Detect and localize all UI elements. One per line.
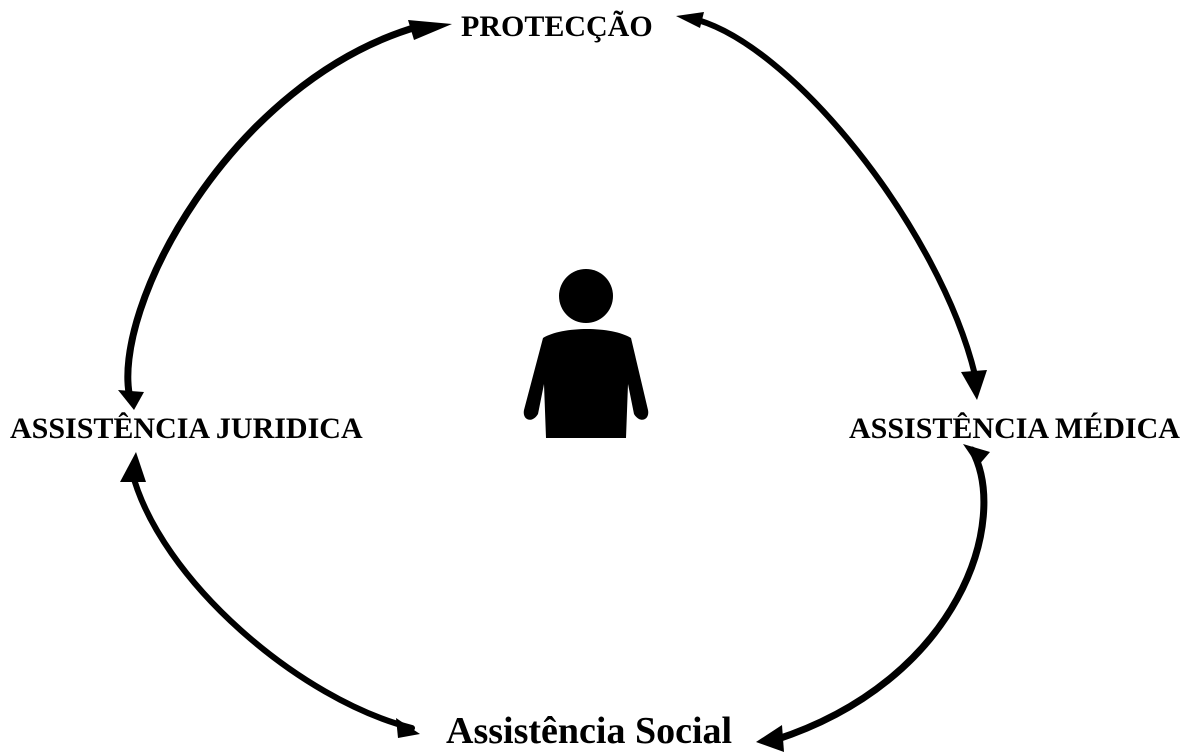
node-assistencia-medica: ASSISTÊNCIA MÉDICA — [849, 412, 1180, 445]
node-assistencia-social: Assistência Social — [446, 710, 733, 752]
person-icon — [523, 269, 649, 438]
arrow-bottom-to-left — [120, 452, 420, 738]
node-protecao: PROTECÇÃO — [461, 10, 653, 43]
arrow-top-to-right — [676, 12, 987, 400]
node-assistencia-juridica: ASSISTÊNCIA JURIDICA — [10, 412, 363, 445]
arrow-right-to-bottom — [756, 444, 990, 752]
arrow-left-to-top — [118, 20, 452, 410]
